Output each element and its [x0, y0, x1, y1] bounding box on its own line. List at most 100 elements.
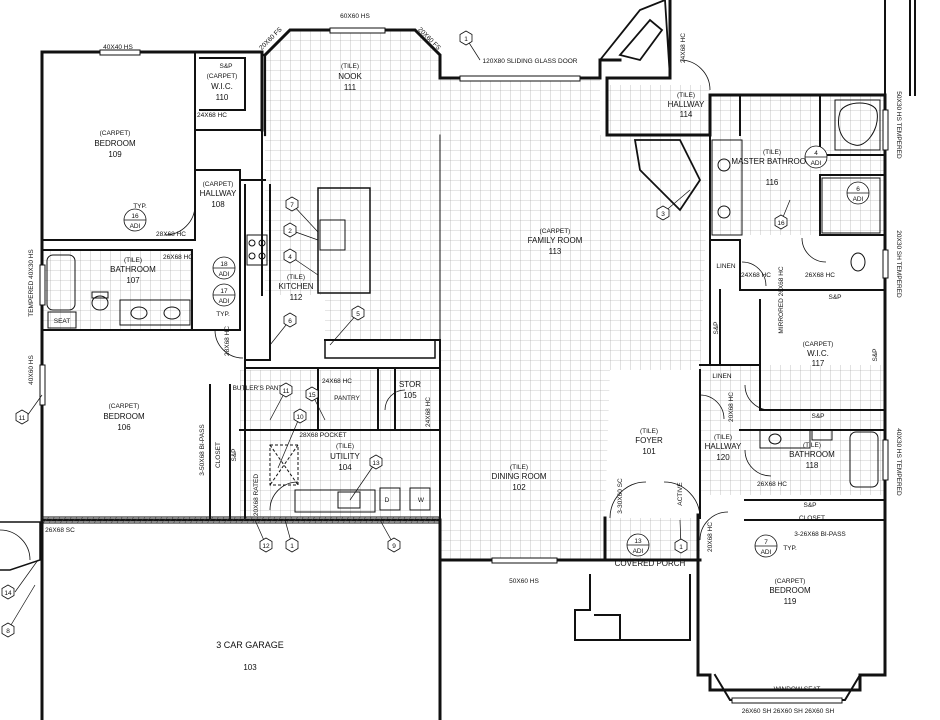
svg-text:TYP.: TYP.	[216, 311, 230, 318]
svg-text:BATHROOM: BATHROOM	[789, 450, 835, 459]
hex-tags: 1 7 2 4 6 5 11 15 10 13 12 1 9 14 8 11 3…	[1, 30, 788, 638]
svg-text:(TILE): (TILE)	[803, 442, 821, 449]
svg-text:STOR: STOR	[399, 380, 421, 389]
hex-tag: 6	[283, 312, 297, 328]
svg-text:50X60 HS: 50X60 HS	[509, 578, 539, 585]
hex-tag: 9	[387, 537, 401, 553]
svg-text:118: 118	[806, 461, 819, 470]
hex-tag: 5	[351, 305, 365, 321]
svg-text:BEDROOM: BEDROOM	[103, 412, 145, 421]
hex-tag: 8	[1, 622, 15, 638]
svg-text:109: 109	[108, 150, 122, 159]
svg-text:ADI: ADI	[761, 549, 772, 556]
svg-text:FAMILY ROOM: FAMILY ROOM	[528, 236, 583, 245]
svg-text:24X68 HC: 24X68 HC	[197, 112, 227, 119]
hex-tag: 3	[656, 205, 670, 221]
svg-text:(CARPET): (CARPET)	[109, 403, 140, 410]
svg-text:116: 116	[766, 178, 779, 187]
svg-text:40X40 HS: 40X40 HS	[103, 44, 133, 51]
hex-tag: 15	[305, 386, 319, 402]
svg-text:60X60 HS: 60X60 HS	[340, 13, 370, 20]
svg-text:20X68 HC: 20X68 HC	[728, 392, 735, 422]
svg-text:ADI: ADI	[811, 160, 822, 167]
svg-text:114: 114	[680, 110, 693, 119]
tile-floor	[42, 30, 885, 560]
svg-text:TEMPERED 40X30 HS: TEMPERED 40X30 HS	[28, 249, 35, 317]
svg-text:HALLWAY: HALLWAY	[200, 189, 237, 198]
svg-text:24X68 HC: 24X68 HC	[322, 378, 352, 385]
svg-text:(TILE): (TILE)	[640, 428, 658, 435]
svg-text:ADI: ADI	[633, 548, 644, 555]
svg-text:S&P: S&P	[219, 63, 232, 70]
svg-text:BEDROOM: BEDROOM	[769, 586, 811, 595]
svg-text:28X68 POCKET: 28X68 POCKET	[299, 432, 346, 439]
svg-text:7: 7	[290, 202, 294, 209]
svg-text:S&P: S&P	[872, 348, 879, 361]
svg-text:107: 107	[126, 276, 140, 285]
svg-text:6: 6	[288, 318, 292, 325]
svg-text:40X60 HS: 40X60 HS	[28, 355, 35, 385]
svg-text:110: 110	[216, 93, 229, 102]
svg-text:SEAT: SEAT	[54, 318, 71, 325]
svg-text:TYP.: TYP.	[783, 545, 797, 552]
svg-text:(TILE): (TILE)	[763, 149, 781, 156]
svg-text:BEDROOM: BEDROOM	[94, 139, 136, 148]
svg-text:16: 16	[131, 213, 139, 220]
svg-text:10: 10	[296, 414, 304, 421]
svg-text:113: 113	[549, 247, 562, 256]
door-swings	[0, 59, 827, 561]
hex-tag: 2	[283, 222, 297, 238]
hex-tag: 13	[369, 454, 383, 470]
room-label-porch: COVERED PORCH	[615, 559, 686, 568]
svg-text:1: 1	[464, 36, 468, 43]
svg-text:20X68 RATED: 20X68 RATED	[253, 474, 260, 516]
svg-text:40X30 HS TEMPERED: 40X30 HS TEMPERED	[895, 428, 902, 496]
svg-text:BATHROOM: BATHROOM	[110, 265, 156, 274]
svg-text:112: 112	[290, 293, 303, 302]
svg-text:12: 12	[262, 543, 270, 550]
svg-text:11: 11	[19, 415, 26, 422]
svg-text:W.I.C.: W.I.C.	[211, 82, 233, 91]
hex-tag: 12	[259, 537, 273, 553]
svg-text:ADI: ADI	[219, 298, 230, 305]
svg-text:24X68 HC: 24X68 HC	[680, 33, 687, 63]
svg-text:13: 13	[372, 460, 380, 467]
svg-text:26X60 SH 26X60 SH 26X60 SH: 26X60 SH 26X60 SH 26X60 SH	[742, 708, 835, 715]
svg-text:119: 119	[784, 597, 797, 606]
svg-text:16: 16	[777, 220, 785, 227]
svg-text:106: 106	[117, 423, 131, 432]
svg-text:11: 11	[283, 388, 290, 395]
svg-text:8: 8	[6, 628, 10, 635]
hex-tag: 1	[285, 537, 299, 553]
svg-text:18: 18	[220, 261, 228, 268]
svg-text:COVERED PORCH: COVERED PORCH	[615, 559, 686, 568]
svg-text:(TILE): (TILE)	[714, 434, 732, 441]
svg-text:(TILE): (TILE)	[677, 92, 695, 99]
svg-text:26X68 HC: 26X68 HC	[757, 481, 787, 488]
svg-text:(TILE): (TILE)	[510, 464, 528, 471]
svg-text:(CARPET): (CARPET)	[540, 228, 571, 235]
svg-text:(CARPET): (CARPET)	[803, 341, 834, 348]
svg-text:TYP.: TYP.	[133, 203, 147, 210]
svg-text:PANTRY: PANTRY	[334, 395, 360, 402]
svg-text:120: 120	[716, 453, 730, 462]
svg-text:(TILE): (TILE)	[287, 274, 305, 281]
svg-text:26X68 HC: 26X68 HC	[805, 272, 835, 279]
windows	[39, 27, 889, 704]
hex-tag: 11	[279, 382, 293, 398]
svg-text:24X68 HC: 24X68 HC	[741, 272, 771, 279]
svg-text:ADI: ADI	[219, 271, 230, 278]
